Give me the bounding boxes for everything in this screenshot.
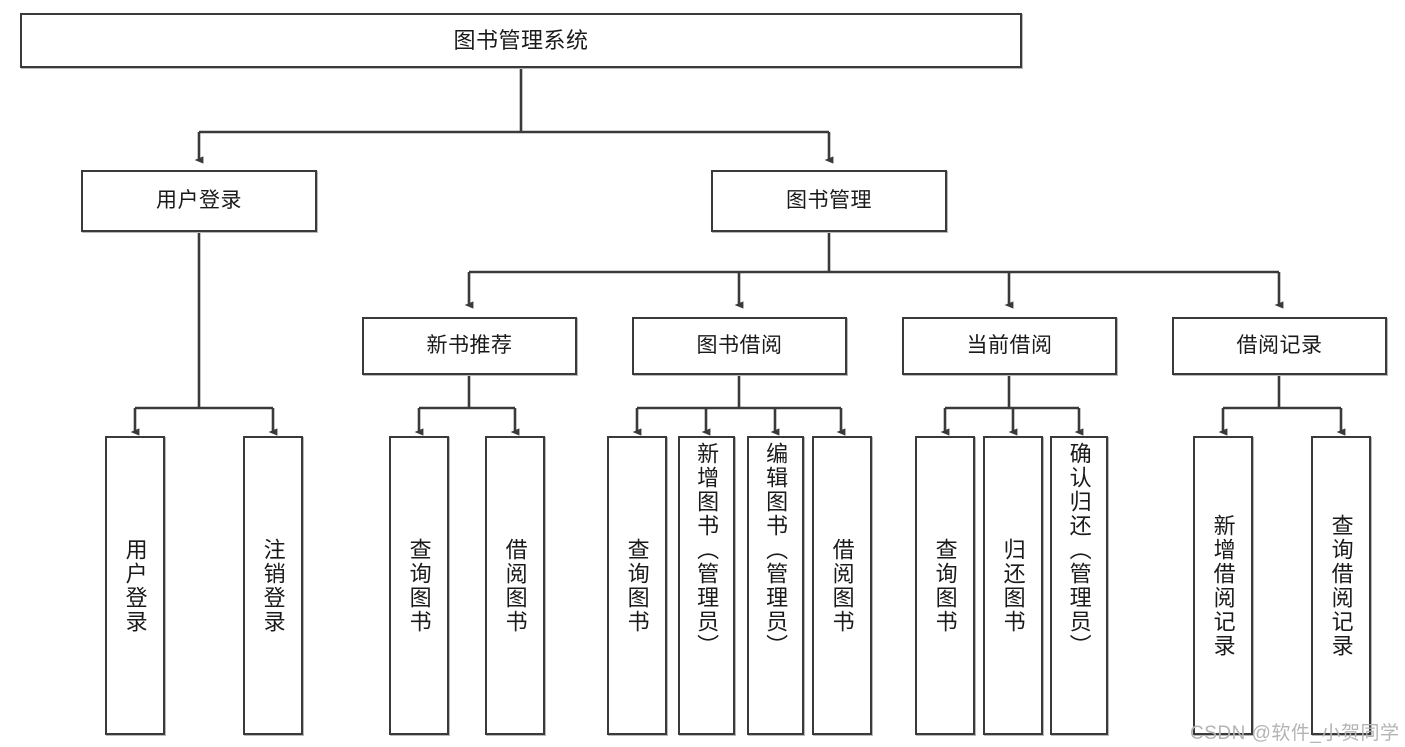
leaf-current-confirm-return-admin[interactable]: 确认归还（管理员） [1050,436,1108,735]
leaf-user-login-signout[interactable]: 注销登录 [243,436,303,735]
watermark-text: CSDN @软件_小贺同学 [1190,723,1400,744]
node-label: 查询图书 [624,537,650,634]
leaf-borrow-query-book[interactable]: 查询图书 [607,436,667,735]
leaf-current-return-book[interactable]: 归还图书 [983,436,1043,735]
node-root-system[interactable]: 图书管理系统 [20,13,1022,68]
node-label: 用户登录 [122,537,148,634]
node-new-book-recommend[interactable]: 新书推荐 [362,317,577,375]
node-label: 新增借阅记录 [1210,513,1236,658]
leaf-current-query-book[interactable]: 查询图书 [915,436,975,735]
leaf-user-login-signin[interactable]: 用户登录 [105,436,165,735]
leaf-recommend-query-book[interactable]: 查询图书 [389,436,449,735]
node-label: 查询图书 [406,537,432,634]
node-current-borrow[interactable]: 当前借阅 [902,317,1117,375]
node-label: 图书管理系统 [453,27,589,53]
node-borrow-record[interactable]: 借阅记录 [1172,317,1387,375]
node-book-borrow[interactable]: 图书借阅 [632,317,847,375]
leaf-record-add-record[interactable]: 新增借阅记录 [1193,436,1253,735]
leaf-borrow-add-book-admin[interactable]: 新增图书（管理员） [678,436,735,735]
leaf-record-query-record[interactable]: 查询借阅记录 [1311,436,1371,735]
node-label: 当前借阅 [966,333,1053,357]
node-label: 查询借阅记录 [1328,513,1354,658]
node-label: 用户登录 [156,188,242,212]
node-label: 查询图书 [932,537,958,634]
node-label: 注销登录 [260,537,286,634]
node-user-login[interactable]: 用户登录 [81,170,317,232]
node-book-management[interactable]: 图书管理 [711,170,947,232]
node-label: 确认归还（管理员） [1066,442,1092,658]
node-label: 图书借阅 [696,333,783,357]
node-label: 借阅记录 [1236,333,1323,357]
node-label: 新书推荐 [426,333,513,357]
node-label: 借阅图书 [502,537,528,634]
leaf-borrow-edit-book-admin[interactable]: 编辑图书（管理员） [747,436,804,735]
csdn-watermark: CSDN @软件_小贺同学 [1190,718,1399,745]
node-label: 编辑图书（管理员） [763,442,789,658]
node-label: 借阅图书 [829,537,855,634]
node-label: 图书管理 [786,188,872,212]
leaf-borrow-borrow-book[interactable]: 借阅图书 [812,436,872,735]
node-label: 归还图书 [1000,537,1026,634]
node-label: 新增图书（管理员） [694,442,720,658]
leaf-recommend-borrow-book[interactable]: 借阅图书 [485,436,545,735]
